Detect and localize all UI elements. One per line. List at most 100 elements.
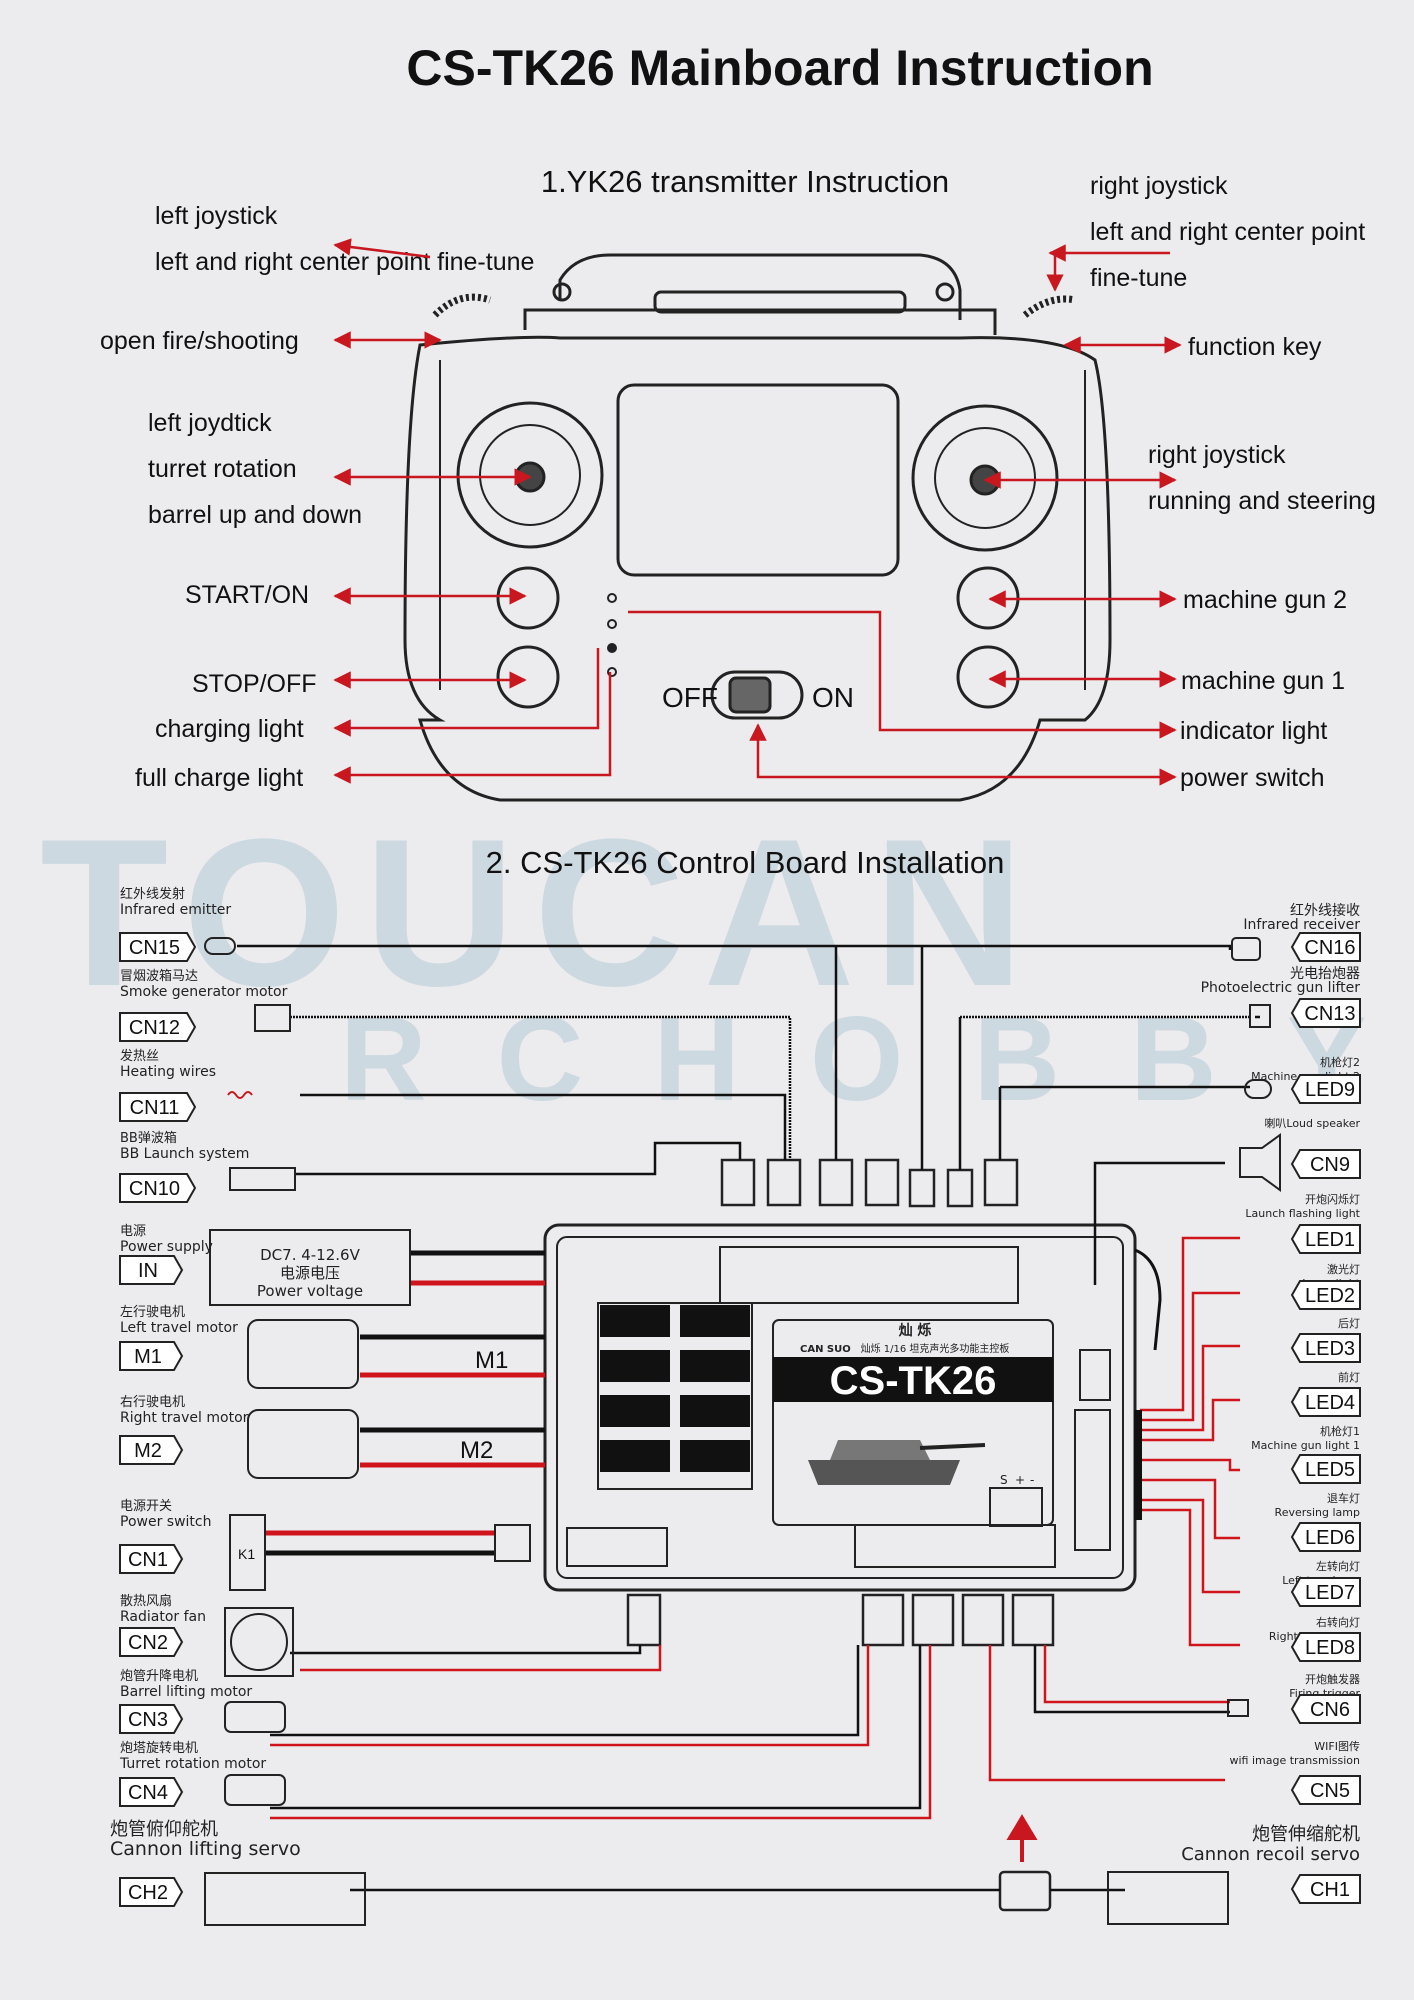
left-port-cn15-tag: CN15: [119, 932, 197, 962]
left-port-en-label: Power switch: [120, 1514, 211, 1530]
left-port-m1-code: M1: [134, 1346, 162, 1368]
control-board: [543, 1223, 1137, 1592]
left-port-cn-label: BB弹波箱: [120, 1130, 177, 1146]
top-connectors: [720, 1158, 1019, 1208]
left-port-cn-label: 发热丝: [120, 1048, 159, 1064]
left-port-cn4-tag: CN4: [119, 1777, 184, 1807]
motor-m1-label: M1: [475, 1347, 508, 1374]
right-port-led9-tag: LED9: [1290, 1074, 1361, 1104]
right-port-cn16-tag: CN16: [1290, 932, 1361, 962]
bottom-connectors: [626, 1593, 1055, 1912]
left-port-cn11-code: CN11: [130, 1097, 180, 1119]
right-port-en-label: Reversing lamp: [1275, 1506, 1360, 1519]
label-machine-gun-1: machine gun 1: [1181, 667, 1345, 695]
board-pin-plus: +: [1015, 1473, 1025, 1487]
transmitter-labels-right: right joystick left and right center poi…: [1090, 172, 1376, 792]
left-port-en-label: Smoke generator motor: [120, 984, 288, 1000]
left-port-cn-label: 炮管升降电机: [120, 1669, 198, 1684]
left-port-cn11-tag: CN11: [119, 1092, 197, 1122]
right-port-ch1-code: CH1: [1310, 1879, 1350, 1901]
left-port-en-label: Power supply: [120, 1239, 213, 1255]
right-port-ch1-tag: CH1: [1290, 1874, 1361, 1904]
left-port-m2-code: M2: [134, 1440, 162, 1462]
page-title: CS-TK26 Mainboard Instruction: [406, 40, 1153, 96]
right-port-led4-code: LED4: [1305, 1392, 1355, 1414]
board-brand-en: CAN SUO: [800, 1344, 851, 1355]
left-port-en-label: Radiator fan: [120, 1609, 206, 1625]
section1-title: 1.YK26 transmitter Instruction: [541, 164, 949, 199]
label-left-joydtick: left joydtick: [148, 409, 272, 437]
label-running-steering: running and steering: [1148, 487, 1376, 515]
left-port-cn-label: 冒烟波箱马达: [120, 968, 198, 984]
right-port-en-label: Machine gun light 1: [1251, 1439, 1360, 1452]
label-right-joystick: right joystick: [1090, 172, 1228, 200]
left-port-en-label: Barrel lifting motor: [120, 1684, 252, 1700]
transmitter: [403, 253, 1112, 802]
left-port-cn3-code: CN3: [128, 1709, 168, 1731]
right-port-cn-label: 机枪灯1: [1320, 1424, 1360, 1438]
right-port-led2-tag: LED2: [1290, 1280, 1361, 1310]
watermark-brand: TOUCAN: [40, 795, 1042, 1030]
right-port-cn16-code: CN16: [1304, 937, 1355, 959]
left-port-en-label: Right travel motor: [120, 1410, 249, 1426]
left-port-cn3-tag: CN3: [119, 1704, 184, 1734]
left-port-in-code: IN: [138, 1260, 158, 1282]
right-devices: [1107, 937, 1281, 1925]
section2-title: 2. CS-TK26 Control Board Installation: [486, 845, 1005, 880]
label-function-key: function key: [1188, 333, 1322, 361]
right-port-led1-code: LED1: [1305, 1229, 1355, 1251]
left-port-ch2-tag: CH2: [119, 1877, 184, 1907]
right-port-cn9-tag: CN9: [1290, 1149, 1361, 1179]
left-port-cn-label: 右行驶电机: [120, 1395, 185, 1410]
left-port-cn-label: 炮塔旋转电机: [120, 1741, 198, 1756]
label-open-fire: open fire/shooting: [100, 327, 299, 355]
switch-on-label: ON: [812, 682, 854, 713]
right-port-led6-code: LED6: [1305, 1527, 1355, 1549]
transmitter-arrows: [333, 238, 1182, 786]
left-port-cn2-tag: CN2: [119, 1627, 184, 1657]
left-port-cn4-code: CN4: [128, 1782, 168, 1804]
label-right-center: left and right center point: [1090, 218, 1365, 246]
label-charging-light: charging light: [155, 715, 304, 743]
right-port-led4: 前灯Head lightsLED4: [1290, 1370, 1361, 1417]
left-port-m2-tag: M2: [119, 1435, 184, 1465]
right-port-cn-label: 后灯: [1338, 1317, 1360, 1330]
transmitter-labels-left: left joystick left and right center poin…: [100, 202, 534, 792]
label-turret-rotation: turret rotation: [148, 455, 297, 483]
left-port-cn-label: 散热风扇: [120, 1593, 172, 1609]
left-port-en-label: Infrared emitter: [120, 902, 231, 918]
left-port-m1-tag: M1: [119, 1341, 184, 1371]
switch-k1-label: K1: [238, 1546, 255, 1562]
right-port-en-label: Photoelectric gun lifter: [1201, 980, 1361, 996]
right-port-en-label: Launch flashing light: [1245, 1207, 1360, 1220]
power-voltage-line3: Power voltage: [257, 1282, 363, 1300]
left-port-ch2-code: CH2: [128, 1882, 168, 1904]
watermark-sub: RCHOBBY: [340, 992, 1414, 1126]
label-left-joystick: left joystick: [155, 202, 278, 230]
power-voltage-line1: DC7. 4-12.6V: [260, 1246, 360, 1264]
right-port-led8-tag: LED8: [1290, 1632, 1361, 1662]
label-full-charge-light: full charge light: [135, 764, 303, 792]
right-port-cn6-tag: CN6: [1290, 1694, 1361, 1724]
left-port-en-label: Left travel motor: [120, 1320, 238, 1336]
left-port-cn2-code: CN2: [128, 1632, 168, 1654]
left-port-cn1-tag: CN1: [119, 1544, 184, 1574]
label-barrel: barrel up and down: [148, 501, 362, 529]
label-stop-off: STOP/OFF: [192, 670, 317, 698]
label-left-fine-tune: left and right center point fine-tune: [155, 248, 534, 276]
